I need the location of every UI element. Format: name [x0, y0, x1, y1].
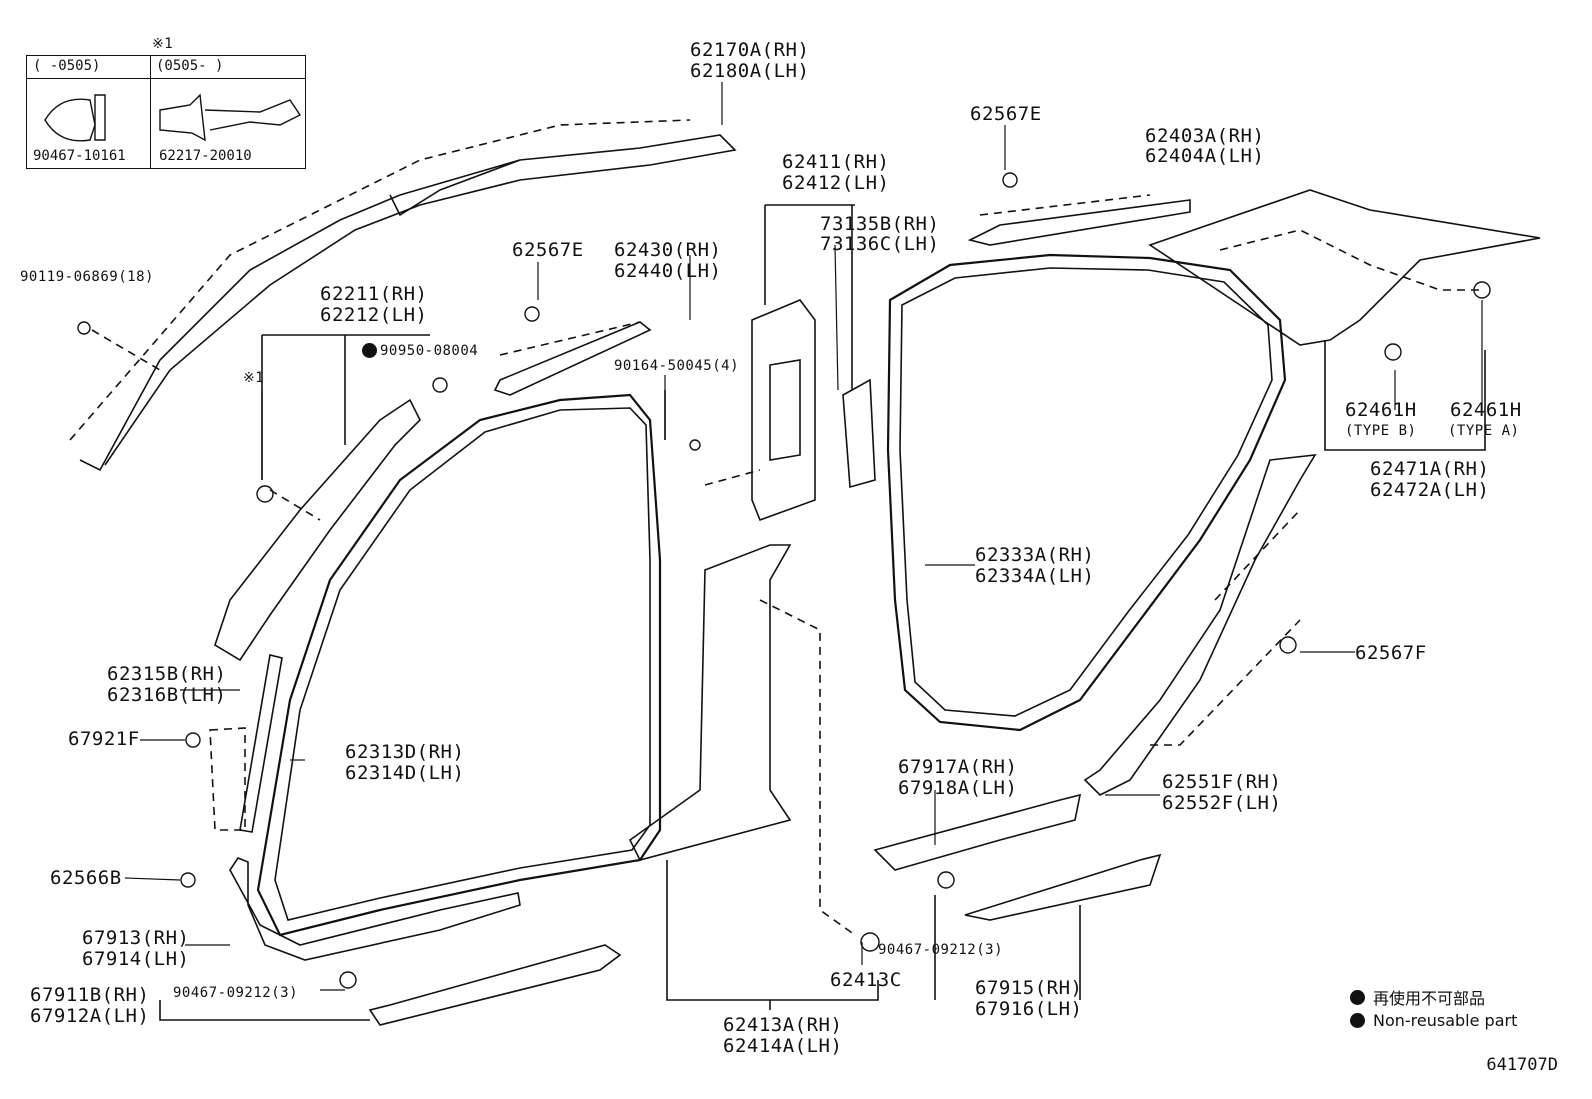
part-62461h-type-a: 62461H	[1450, 399, 1522, 421]
part-62313d: 62313D(RH)	[345, 741, 465, 763]
part-62180a: 62180A(LH)	[690, 60, 810, 82]
variant-note-box: ( -0505) (0505- ) 90467-10161 62217-2001…	[26, 55, 306, 169]
part-67917a: 67917A(RH)	[898, 756, 1018, 778]
part-62567e-front: 62567E	[512, 239, 584, 261]
diagram-reference-code: 641707D	[1486, 1055, 1558, 1075]
part-62566b: 62566B	[50, 867, 122, 889]
upper-trim-62430	[493, 321, 652, 396]
part-62411: 62411(RH)	[782, 151, 890, 173]
part-62440: 62440(LH)	[614, 260, 722, 282]
part-62170a: 62170A(RH)	[690, 39, 810, 61]
part-62212: 62212(LH)	[320, 304, 428, 326]
cowl-side-trim	[229, 857, 521, 961]
center-pillar-lower	[628, 544, 792, 861]
front-pillar-garnish	[214, 398, 421, 662]
part-67918a: 67918A(LH)	[898, 777, 1018, 799]
part-62461h-type-b: 62461H	[1345, 399, 1417, 421]
part-62461h-type-a-note: (TYPE A)	[1448, 423, 1520, 439]
part-90119: 90119-06869(18)	[20, 269, 154, 285]
part-67916: 67916(LH)	[975, 998, 1083, 1020]
rear-scuff-plate-lower	[964, 853, 1162, 921]
part-62316b: 62316B(LH)	[107, 684, 227, 706]
part-67912a: 67912A(LH)	[30, 1005, 150, 1027]
non-reusable-dot-90950	[362, 343, 377, 358]
legend-dot-jp	[1350, 989, 1365, 1005]
rear-scuff-plate-upper	[873, 793, 1082, 871]
center-pillar-upper	[751, 299, 816, 522]
note-mark: ※1	[152, 36, 174, 52]
part-73135b: 73135B(RH)	[820, 213, 940, 235]
variant-col1-header: ( -0505)	[33, 58, 101, 74]
part-62412: 62412(LH)	[782, 172, 890, 194]
part-73136c: 73136C(LH)	[820, 233, 940, 255]
part-62430: 62430(RH)	[614, 239, 722, 261]
part-67913: 67913(RH)	[82, 927, 190, 949]
part-62551f: 62551F(RH)	[1162, 771, 1282, 793]
part-62413c: 62413C	[830, 969, 902, 991]
rear-trim-62403	[967, 199, 1191, 246]
legend-jp-text: 再使用不可部品	[1373, 989, 1486, 1008]
small-strip	[239, 654, 283, 833]
roof-rail-outline	[79, 134, 737, 472]
part-62211: 62211(RH)	[320, 283, 428, 305]
part-62334a: 62334A(LH)	[975, 565, 1095, 587]
part-67921f: 67921F	[68, 728, 140, 750]
part-62413a: 62413A(RH)	[723, 1014, 843, 1036]
legend-en: Non-reusable part	[1350, 1011, 1517, 1030]
part-62314d: 62314D(LH)	[345, 762, 465, 784]
seatbelt-cover	[842, 378, 876, 489]
part-62472a: 62472A(LH)	[1370, 479, 1490, 501]
variant-col1-part: 90467-10161	[33, 148, 126, 164]
legend-dot-en	[1350, 1013, 1365, 1028]
front-door-weatherstrip	[256, 393, 662, 937]
part-90164: 90164-50045(4)	[614, 358, 740, 374]
part-90950: 90950-08004	[380, 343, 479, 359]
roof-rail-dashed	[69, 119, 691, 441]
part-62315b: 62315B(RH)	[107, 663, 227, 685]
airbag-tube	[389, 159, 521, 217]
part-62471a: 62471A(RH)	[1370, 458, 1490, 480]
part-62414a: 62414A(LH)	[723, 1035, 843, 1057]
part-62567e-rear: 62567E	[970, 103, 1042, 125]
legend-jp: 再使用不可部品	[1350, 985, 1485, 1009]
part-62461h-type-b-note: (TYPE B)	[1345, 423, 1417, 439]
part-62404a: 62404A(LH)	[1145, 145, 1265, 167]
part-67914: 67914(LH)	[82, 948, 190, 970]
variant-col2-header: (0505- )	[156, 58, 224, 74]
variant-note-header	[27, 56, 305, 79]
part-62567f: 62567F	[1355, 642, 1427, 664]
part-90467-right: 90467-09212(3)	[878, 942, 1004, 958]
part-62552f: 62552F(LH)	[1162, 792, 1282, 814]
part-67915: 67915(RH)	[975, 977, 1083, 999]
variant-mark: ※1	[243, 370, 265, 386]
part-62403a: 62403A(RH)	[1145, 125, 1265, 147]
legend-en-text: Non-reusable part	[1373, 1011, 1518, 1030]
rear-quarter-trim	[1083, 454, 1317, 796]
front-scuff-plate	[368, 944, 622, 1026]
part-62333a: 62333A(RH)	[975, 544, 1095, 566]
roof-side-garnish	[1148, 189, 1541, 346]
part-90467-left: 90467-09212(3)	[173, 985, 299, 1001]
variant-note-divider	[150, 56, 151, 168]
part-67911b: 67911B(RH)	[30, 984, 150, 1006]
variant-col2-part: 62217-20010	[159, 148, 252, 164]
rear-door-weatherstrip	[886, 253, 1287, 732]
